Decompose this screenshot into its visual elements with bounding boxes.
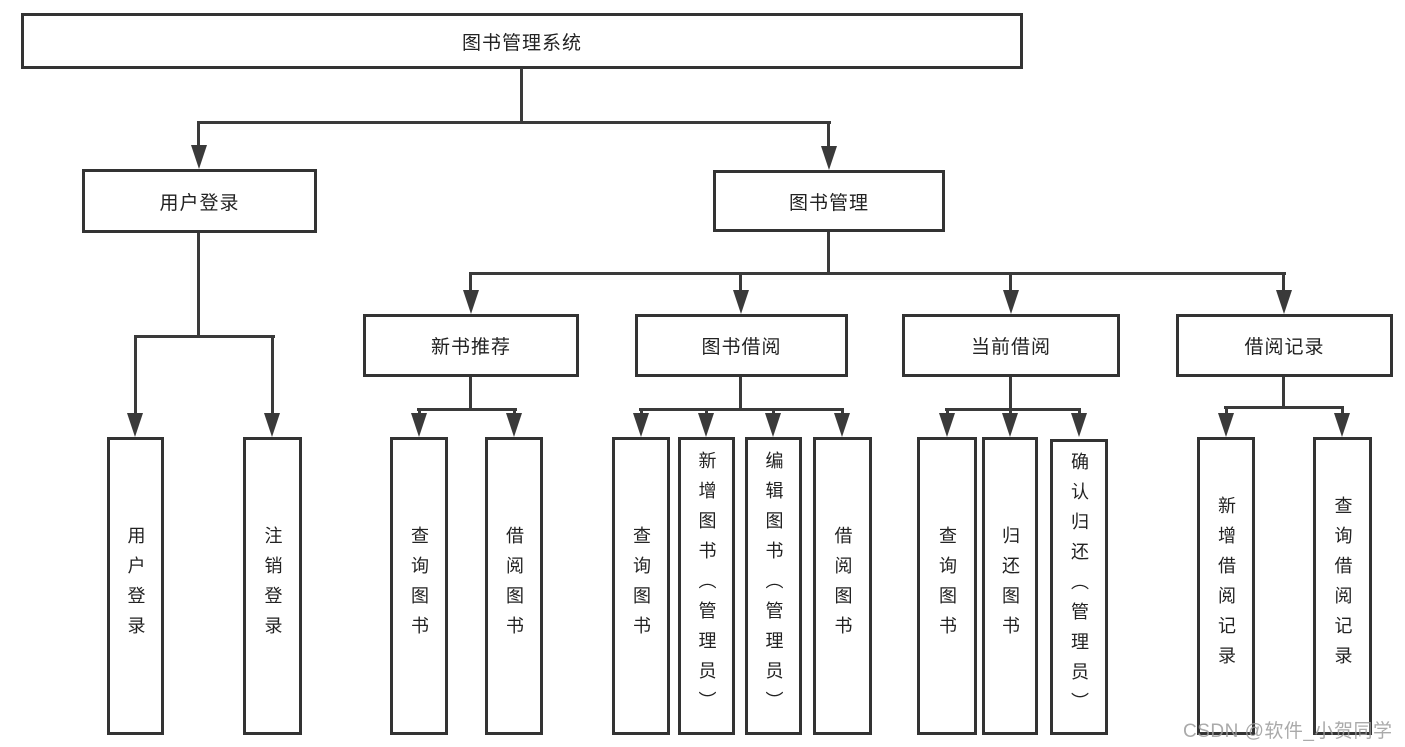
leaf-borrow-books-borrowing: 借阅图书 [813,437,872,735]
watermark: CSDN @软件_小贺同学 [1183,721,1393,742]
leaf-query-books-recommend: 查询图书 [390,437,448,735]
connector-vline [827,121,830,149]
node-label: 新书推荐 [430,337,511,358]
leaf-label: 新增借阅记录 [1216,496,1236,676]
node-book-management: 图书管理 [713,170,945,232]
leaf-label: 归还图书 [1000,526,1020,646]
arrow-down-icon [1276,290,1292,314]
arrow-down-icon [821,146,837,170]
connector-vline [1009,272,1012,293]
leaf-edit-books-admin: 编辑图书（管理员） [745,437,802,735]
connector-vline [520,68,523,124]
arrow-down-icon [1002,413,1018,437]
leaf-label: 注销登录 [262,526,283,646]
leaf-borrow-books-recommend: 借阅图书 [485,437,543,735]
arrow-down-icon [463,290,479,314]
arrow-down-icon [1071,413,1087,437]
node-label: 图书管理 [788,192,869,214]
arrow-down-icon [1334,413,1350,437]
connector-vline [271,335,274,417]
arrow-down-icon [1218,413,1234,437]
connector-vline [1282,377,1285,409]
node-library-management-system: 图书管理系统 [21,13,1023,69]
leaf-query-books-borrowing: 查询图书 [612,437,670,735]
leaf-label: 确认归还（管理员） [1069,452,1089,722]
leaf-label: 借阅图书 [504,526,524,646]
node-book-borrowing: 图书借阅 [635,314,848,377]
arrow-down-icon [765,413,781,437]
connector-hline [198,121,831,124]
connector-hline [639,408,844,411]
node-user-login: 用户登录 [82,169,317,233]
node-borrowing-records: 借阅记录 [1176,314,1393,377]
node-current-borrowing: 当前借阅 [902,314,1120,377]
leaf-label: 新增图书（管理员） [696,451,717,721]
connector-vline [739,377,742,410]
leaf-query-borrow-record: 查询借阅记录 [1313,437,1372,735]
leaf-label: 借阅图书 [832,526,853,646]
connector-vline [1225,406,1228,418]
node-label: 图书管理系统 [461,32,582,54]
connector-vline [197,121,200,148]
leaf-query-books-current: 查询图书 [917,437,977,735]
connector-vline [469,272,472,293]
connector-hline [134,335,275,338]
leaf-label: 用户登录 [125,526,146,646]
arrow-down-icon [939,413,955,437]
connector-hline [469,272,1286,275]
leaf-label: 查询图书 [409,526,429,646]
leaf-confirm-return-admin: 确认归还（管理员） [1050,439,1108,735]
connector-vline [1341,406,1344,418]
arrow-down-icon [411,413,427,437]
arrow-down-icon [191,145,207,169]
arrow-down-icon [1003,290,1019,314]
arrow-down-icon [698,413,714,437]
leaf-return-books: 归还图书 [982,437,1038,735]
node-label: 用户登录 [159,192,240,214]
connector-vline [1009,377,1012,410]
connector-vline [739,272,742,293]
arrow-down-icon [633,413,649,437]
leaf-label: 查询图书 [937,526,957,646]
connector-hline [1224,406,1344,409]
arrow-down-icon [127,413,143,437]
leaf-logout: 注销登录 [243,437,302,735]
leaf-add-books-admin: 新增图书（管理员） [678,437,735,735]
connector-vline [827,232,830,275]
leaf-label: 查询借阅记录 [1332,496,1353,676]
leaf-add-borrow-record: 新增借阅记录 [1197,437,1255,735]
node-label: 图书借阅 [701,337,782,358]
node-label: 借阅记录 [1244,337,1325,358]
arrow-down-icon [506,413,522,437]
connector-vline [469,377,472,410]
connector-vline [134,335,137,417]
leaf-label: 编辑图书（管理员） [763,451,784,721]
connector-vline [1282,272,1285,293]
leaf-user-login: 用户登录 [107,437,164,735]
node-new-book-recommendation: 新书推荐 [363,314,579,377]
arrow-down-icon [264,413,280,437]
connector-hline [945,408,1081,411]
arrow-down-icon [834,413,850,437]
connector-hline [417,408,517,411]
node-label: 当前借阅 [970,337,1051,358]
arrow-down-icon [733,290,749,314]
connector-vline [197,233,200,338]
leaf-label: 查询图书 [631,526,651,646]
